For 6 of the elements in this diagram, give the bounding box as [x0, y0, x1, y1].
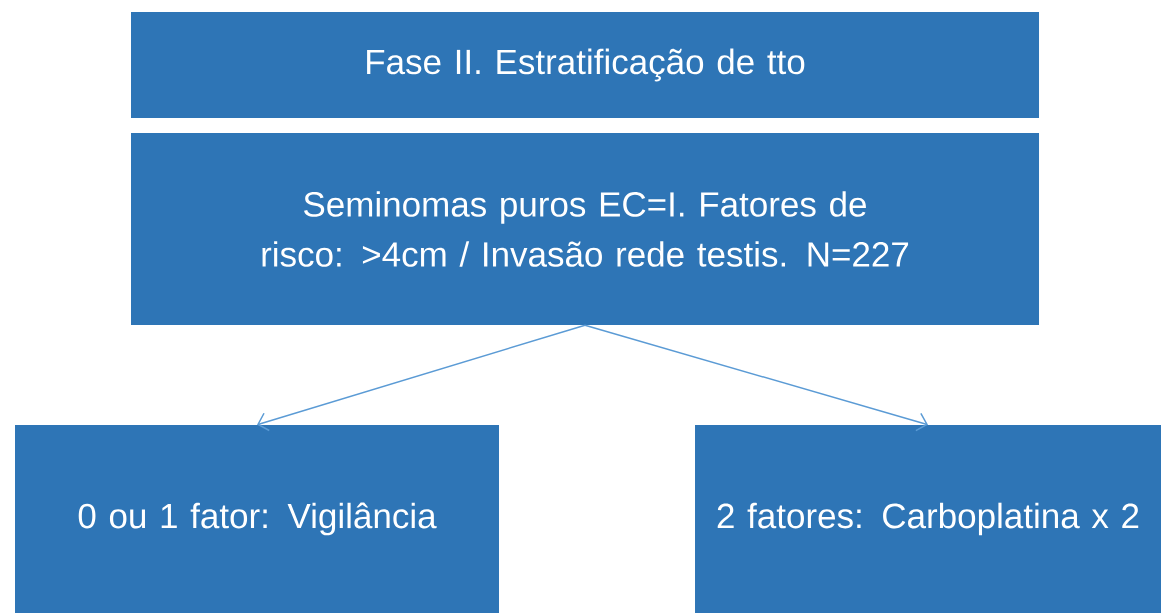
process-box: 2 fatores: Carboplatina x 2	[695, 425, 1161, 613]
arrow	[584, 324, 928, 432]
process-box: 0 ou 1 fator: Vigilância	[15, 425, 499, 613]
process-box: Seminomas puros EC=I. Fatores de risco: >4cm / Invasão rede testis. N=227	[131, 133, 1039, 325]
process-box: Fase II. Estratificação de tto	[131, 12, 1039, 118]
arrow	[257, 324, 586, 432]
